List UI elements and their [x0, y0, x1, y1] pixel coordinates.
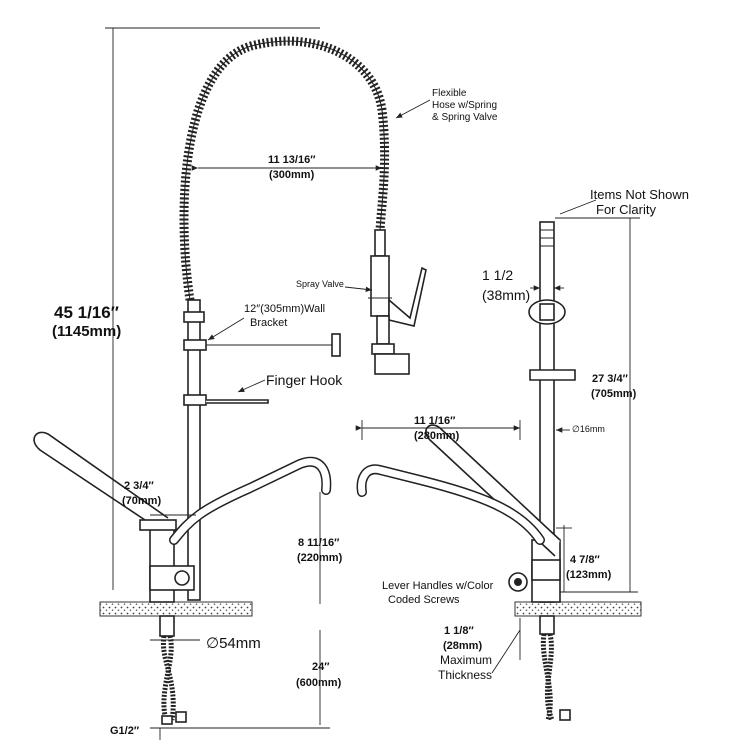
- hook-right: [529, 369, 576, 381]
- hose-label-2: Hose w/Spring: [432, 100, 497, 111]
- shank-length-label: 24″: [312, 661, 330, 673]
- shank-length-mm-label: (600mm): [296, 677, 342, 689]
- wall-bracket-label-1: 12″(305mm)Wall: [244, 303, 325, 315]
- thickness-mm-label: (28mm): [443, 640, 482, 652]
- faucet-body-left: [33, 431, 332, 603]
- thickness-label-3: Maximum: [440, 653, 492, 667]
- wall-plate: [331, 333, 341, 357]
- front-view: [33, 27, 431, 740]
- spacing-label: 2 3/4″: [124, 480, 154, 492]
- pipe-dia-mm-label: (38mm): [482, 287, 530, 303]
- hose-label-1: Flexible: [432, 88, 467, 99]
- thickness-label: 1 1/8″: [444, 625, 474, 637]
- spray-valve-label: Spray Valve: [296, 279, 344, 289]
- spout-reach-mm-label: (280mm): [414, 430, 460, 442]
- finger-hook-label: Finger Hook: [266, 372, 343, 388]
- overall-height-mm-label: (1145mm): [52, 323, 121, 340]
- countertop-left: [99, 601, 253, 617]
- riser-height-label: 27 3/4″: [592, 373, 629, 385]
- riser-height-mm-label: (705mm): [591, 388, 637, 400]
- pipe-dia-label: 1 1/2: [482, 267, 513, 283]
- finger-hook-clamp: [183, 394, 207, 406]
- body-height-mm-label: (123mm): [566, 569, 612, 581]
- items-not-shown-label-1: Items Not Shown: [590, 187, 689, 202]
- spout-height-label: 8 11/16″: [298, 537, 340, 549]
- shank-left: [159, 615, 175, 637]
- base-diameter-label: ∅54mm: [206, 635, 261, 652]
- spout-reach-label: 11 1/16″: [414, 415, 456, 427]
- supply-hose-left-2: [161, 635, 174, 721]
- wall-bracket-label-2: Bracket: [250, 317, 287, 329]
- reach-label: 11 13/16″: [268, 154, 316, 166]
- thickness-label-4: Thickness: [438, 668, 492, 682]
- reach-mm-label: (300mm): [269, 169, 315, 181]
- countertop-right: [514, 601, 642, 617]
- lever-label-1: Lever Handles w/Color: [382, 580, 494, 592]
- inlet-label: G1/2″: [110, 725, 140, 737]
- tube-dia-label: ∅16mm: [572, 424, 605, 434]
- hose-label-3: & Spring Valve: [432, 112, 498, 123]
- items-not-shown-label-2: For Clarity: [596, 202, 656, 217]
- overall-height-label: 45 1/16″: [54, 303, 119, 322]
- spout-height-mm-label: (220mm): [297, 552, 343, 564]
- wall-bracket-clamp: [183, 339, 207, 351]
- side-view: [355, 199, 642, 721]
- finger-hook: [206, 399, 269, 404]
- spray-valve-left: [368, 229, 427, 375]
- spacing-mm-label: (70mm): [122, 495, 161, 507]
- lever-label-2: Coded Screws: [388, 594, 460, 606]
- body-height-label: 4 7/8″: [570, 554, 600, 566]
